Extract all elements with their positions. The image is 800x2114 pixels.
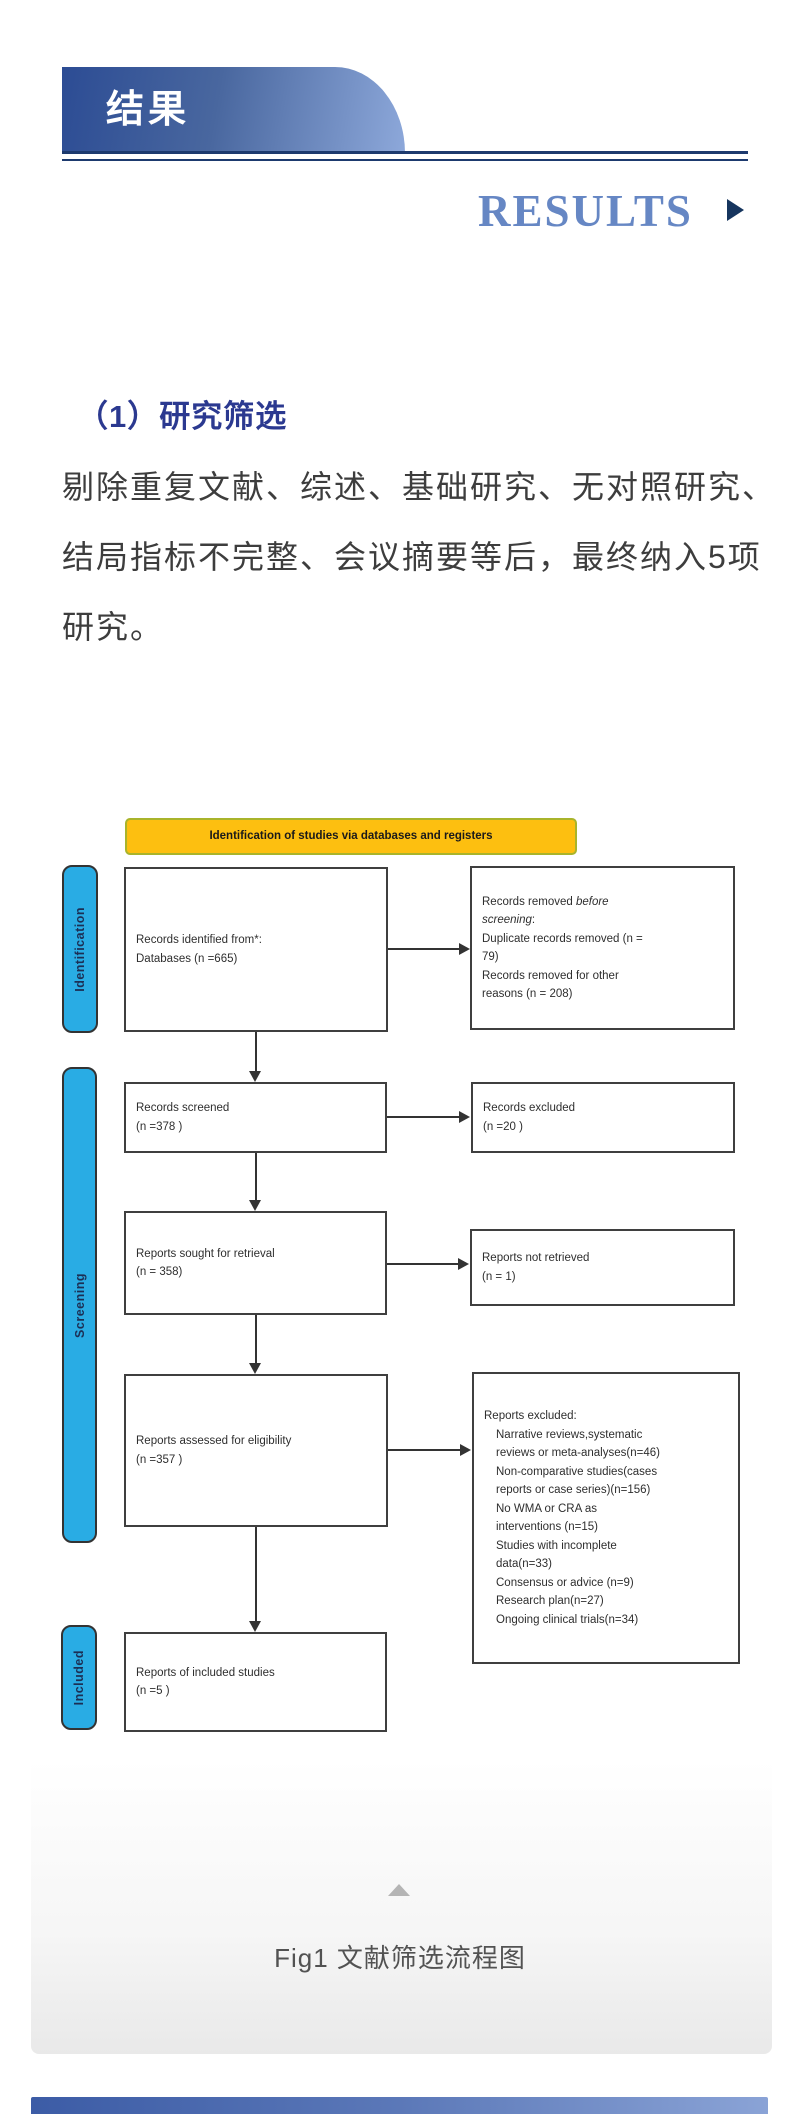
section-banner: 结果 [62, 67, 405, 153]
paragraph-line: 结局指标不完整、会议摘要等后，最终纳入5项 [62, 539, 762, 575]
flow-box-text-line: screening: [482, 914, 536, 926]
results-heading: RESULTS [478, 186, 693, 236]
flow-box-records-screened: Records screened (n =378 ) [124, 1082, 387, 1153]
arrow-head-right-4-icon [460, 1444, 471, 1456]
flow-box-records-removed: Records removed before screening: Duplicat… [470, 866, 735, 1030]
flow-box-text-line: (n =357 ) [136, 1453, 183, 1466]
next-section-banner-edge [31, 2097, 768, 2114]
flow-box-text-line: Records removed for other [482, 969, 619, 982]
flow-box-text-line: No WMA or CRA as [496, 1502, 597, 1515]
card-bottom-gradient [31, 1760, 772, 2054]
stage-label-screening: Screening [72, 1272, 87, 1338]
flow-box-text-line: Duplicate records removed (n = [482, 932, 643, 945]
flow-box-text-line: Reports excluded: [484, 1410, 577, 1422]
stage-label-included: Included [72, 1649, 86, 1706]
arrow-line-right-2 [387, 1116, 459, 1118]
flow-box-text-line: 79) [482, 951, 499, 963]
flow-box-text-line: Ongoing clinical trials(n=34) [496, 1613, 639, 1626]
subsection-title: （1）研究筛选 [77, 399, 288, 434]
flow-box-text-line: Reports sought for retrieval [136, 1247, 275, 1260]
flow-box-reports-not-retrieved: Reports not retrieved (n = 1) [470, 1229, 735, 1306]
stage-bar-screening: Screening [62, 1067, 97, 1543]
stage-bar-included: Included [61, 1625, 97, 1730]
flow-box-text-line: Records screened [136, 1102, 230, 1114]
flow-box-records-identified: Records identified from*: Databases (n =6… [124, 867, 388, 1032]
flow-box-reports-included: Reports of included studies (n =5 ) [124, 1632, 387, 1732]
arrow-line-right-1 [388, 948, 459, 950]
stage-bar-identification: Identification [62, 865, 98, 1033]
arrow-head-down-2-icon [249, 1200, 261, 1211]
flow-box-reports-assessed: Reports assessed for eligibility (n =357 … [124, 1374, 388, 1527]
flow-box-text-line: Databases (n =665) [136, 952, 238, 965]
flow-box-text-line: (n =20 ) [483, 1120, 523, 1133]
arrow-line-right-3 [387, 1263, 458, 1265]
arrow-line-down-3 [255, 1315, 257, 1363]
header-divider-line-thick [62, 151, 748, 154]
flow-box-text-line: Studies with incomplete [496, 1539, 617, 1552]
flow-box-text-line: (n = 1) [482, 1270, 516, 1283]
flow-box-text-line: Reports not retrieved [482, 1252, 590, 1264]
arrow-head-right-1-icon [459, 943, 470, 955]
flow-box-text-line: (n =5 ) [136, 1685, 170, 1697]
paragraph: 剔除重复文献、综述、基础研究、无对照研究、结局指标不完整、会议摘要等后，最终纳入… [62, 452, 777, 662]
flow-box-records-excluded: Records excluded (n =20 ) [471, 1082, 735, 1153]
banner-title: 结果 [106, 89, 191, 131]
arrow-head-down-3-icon [249, 1363, 261, 1374]
flow-box-text-line: Consensus or advice (n=9) [496, 1576, 634, 1589]
flow-box-text-line: Reports assessed for eligibility [136, 1435, 292, 1447]
flow-box-text-line: (n = 358) [136, 1266, 183, 1278]
figure-caption: Fig1 文献筛选流程图 [274, 1943, 526, 1973]
paragraph-line: 剔除重复文献、综述、基础研究、无对照研究、 [62, 469, 777, 505]
arrow-head-right-3-icon [458, 1258, 469, 1270]
flow-box-reports-sought: Reports sought for retrieval (n = 358) [124, 1211, 387, 1315]
arrow-head-right-2-icon [459, 1111, 470, 1123]
flow-box-text-line: reasons (n = 208) [482, 988, 573, 1000]
flow-box-text-line: Research plan(n=27) [496, 1595, 604, 1607]
flowchart-header-bar: Identification of studies via databases … [125, 818, 577, 855]
flow-box-text-line: Records removed before [482, 895, 609, 908]
arrow-line-down-1 [255, 1032, 257, 1071]
flow-box-text-line: data(n=33) [496, 1558, 552, 1570]
arrow-head-down-4-icon [249, 1621, 261, 1632]
header-divider-line-thin [62, 159, 748, 161]
flow-box-text-line: Non-comparative studies(cases [496, 1465, 658, 1478]
flow-box-text-line: Reports of included studies [136, 1666, 275, 1679]
up-triangle-icon [388, 1884, 410, 1896]
flow-box-text-line: reports or case series)(n=156) [496, 1484, 651, 1496]
flow-box-text-line: Narrative reviews,systematic [496, 1428, 643, 1441]
flow-box-reports-excluded: Reports excluded: Narrative reviews,syste… [472, 1372, 740, 1664]
flow-box-text-line: (n =378 ) [136, 1120, 183, 1133]
arrow-line-right-4 [388, 1449, 460, 1451]
play-right-triangle-icon [727, 199, 744, 221]
stage-label-identification: Identification [73, 906, 87, 992]
flow-box-text-line: Records excluded [483, 1102, 576, 1114]
flow-box-text-line: Records identified from*: [136, 934, 262, 946]
flow-box-text-line: reviews or meta-analyses(n=46) [496, 1447, 660, 1459]
arrow-line-down-2 [255, 1153, 257, 1200]
arrow-head-down-1-icon [249, 1071, 261, 1082]
flow-box-text-line: interventions (n=15) [496, 1521, 598, 1533]
arrow-line-down-4 [255, 1527, 257, 1621]
paragraph-line: 研究。 [62, 609, 165, 645]
